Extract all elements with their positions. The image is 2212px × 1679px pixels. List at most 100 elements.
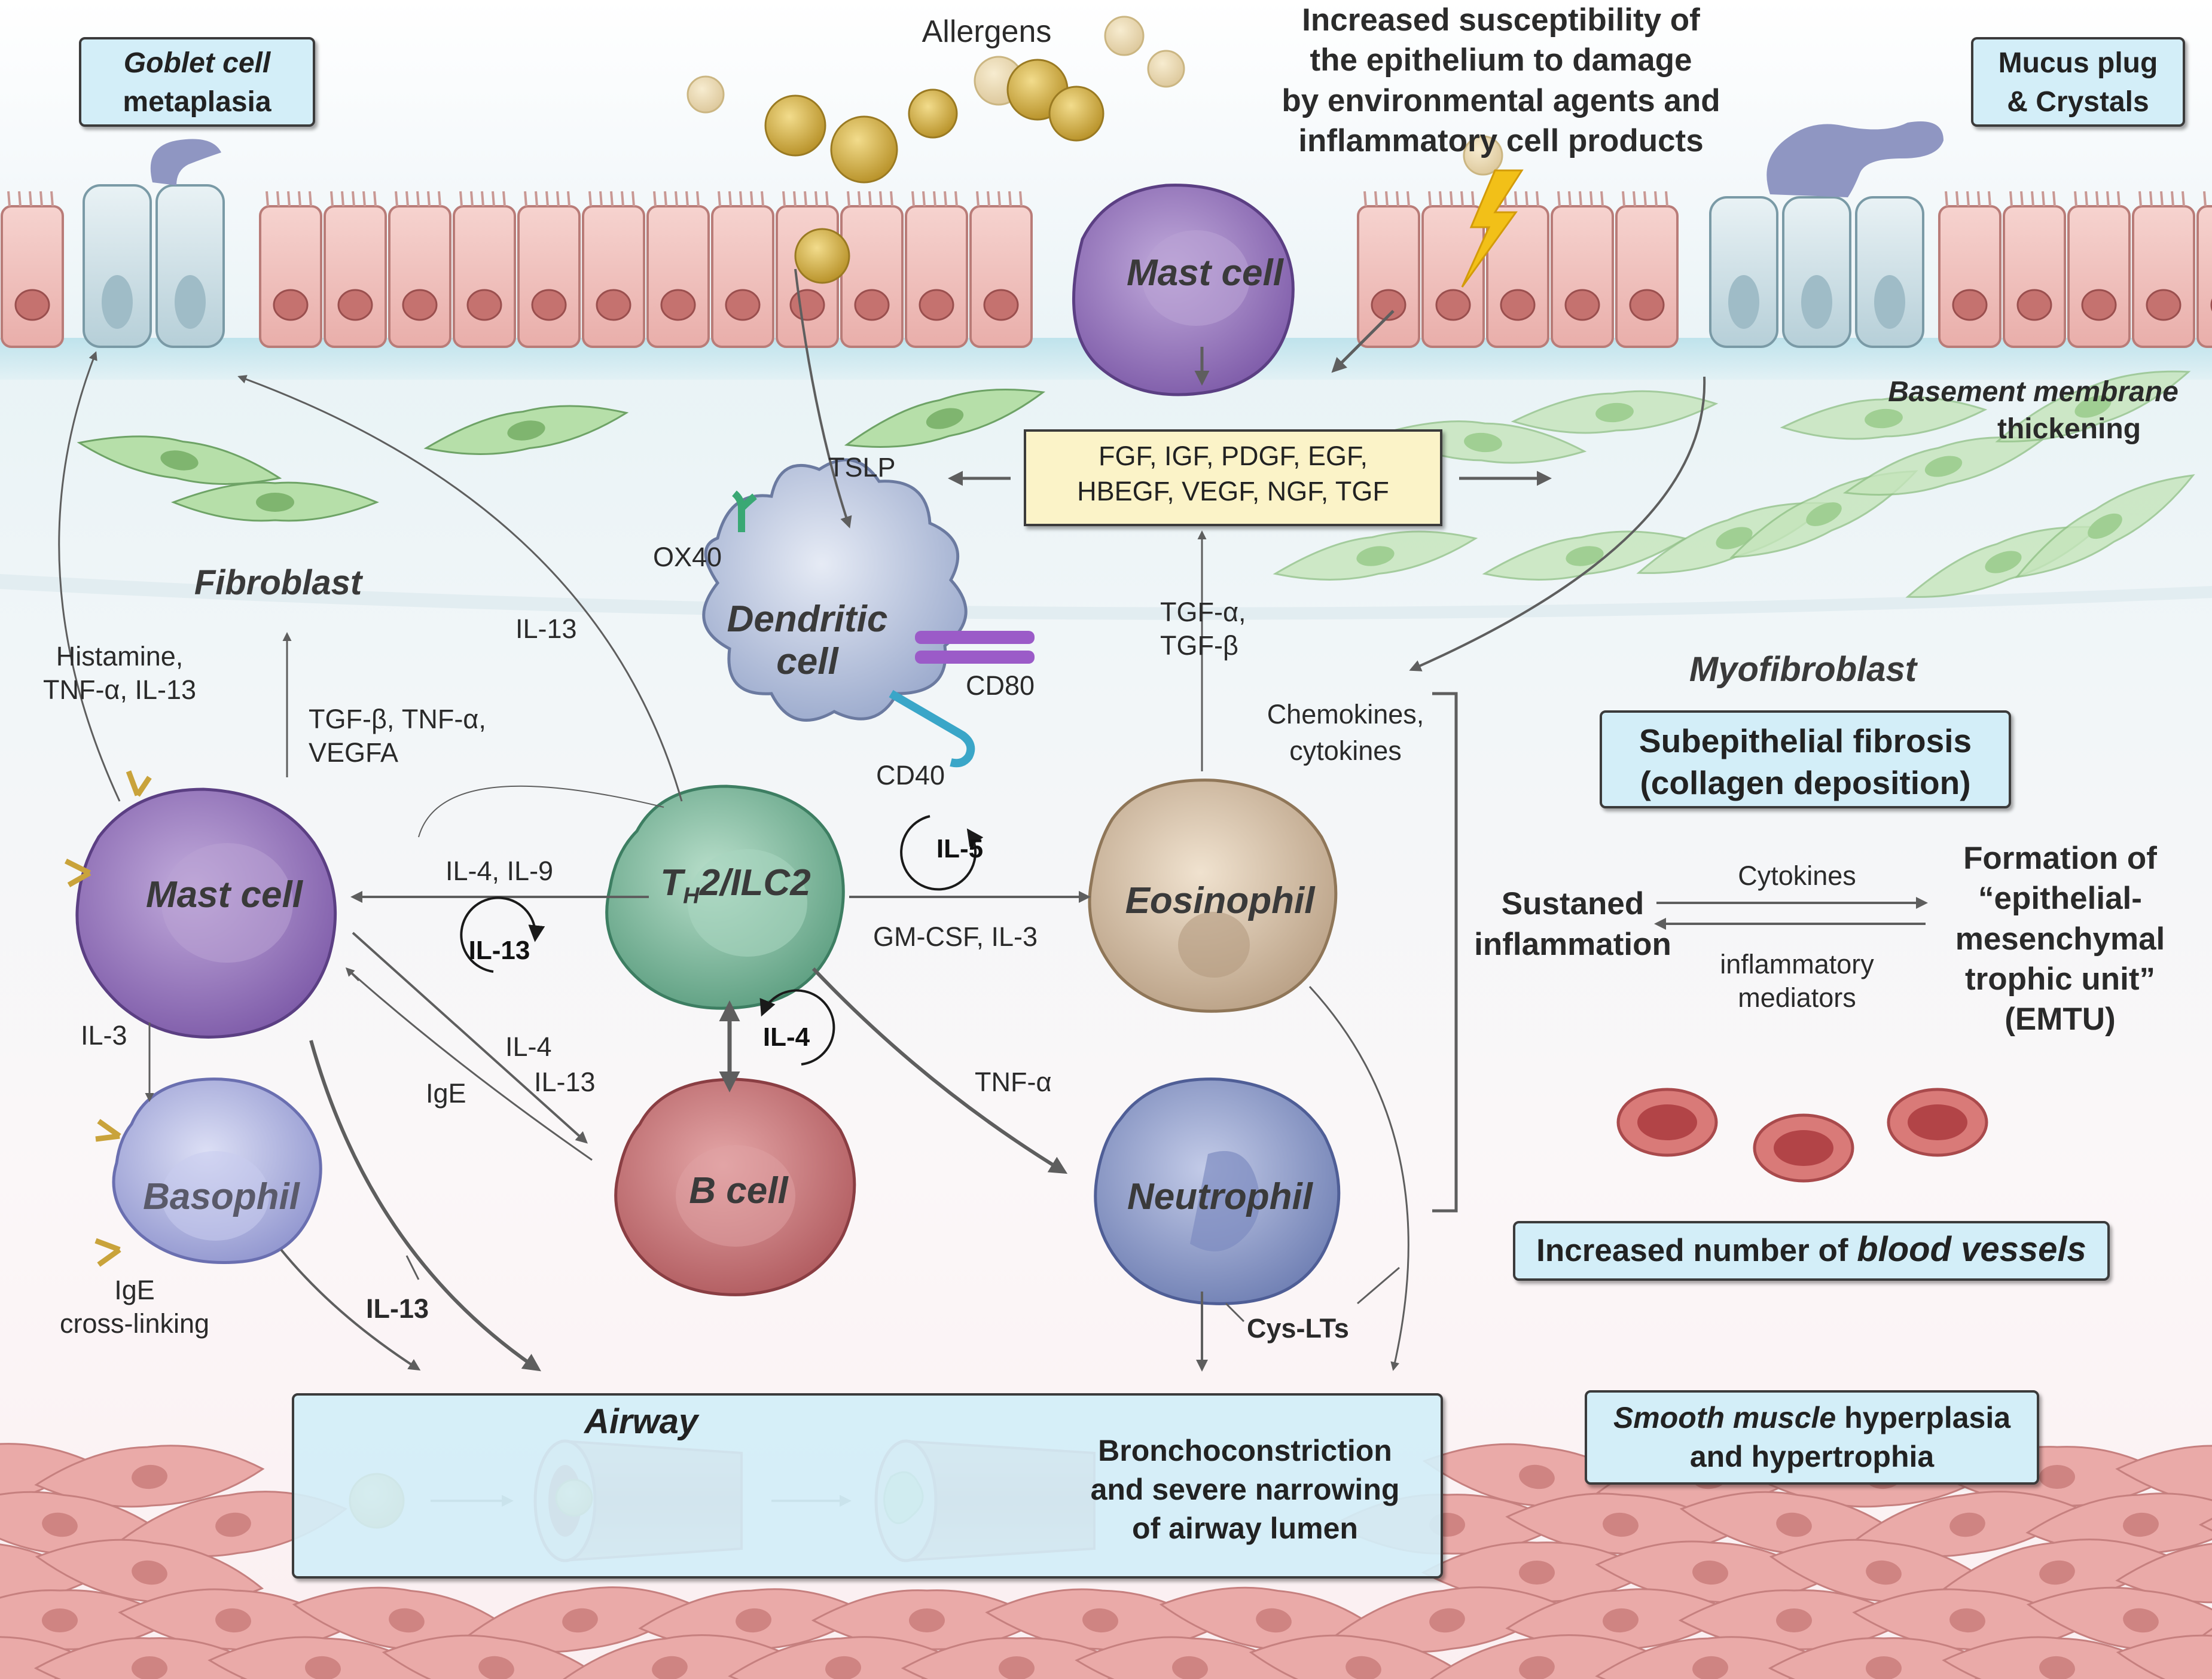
myofibroblast-cell xyxy=(1511,390,1719,434)
il3-label: IL-3 xyxy=(81,1020,127,1051)
allergen-icon xyxy=(1463,135,1503,176)
blood-vessels-emph: blood vessels xyxy=(1857,1230,2086,1269)
epithelial-cell xyxy=(1486,191,1549,348)
loop-il5-icon xyxy=(900,815,984,891)
epithelial-cell xyxy=(646,191,710,348)
airway-title: Airway xyxy=(584,1402,698,1441)
fibrosis-line-1: Subepithelial fibrosis xyxy=(1639,722,1972,759)
airway-description: Bronchoconstriction and severe narrowing… xyxy=(1066,1431,1424,1548)
epithelial-cell xyxy=(2196,191,2212,348)
arrow-tnf-neutrophil xyxy=(811,967,1068,1174)
crosslinking-line-2: cross-linking xyxy=(59,1308,210,1339)
allergen-icon xyxy=(687,75,725,114)
fibrosis-line-2: (collagen deposition) xyxy=(1640,764,1971,802)
smooth-muscle-cell xyxy=(34,1445,265,1508)
blood-vessels xyxy=(1616,1088,1988,1183)
growth-factors-line-2: HBEGF, VEGF, NGF, TGF xyxy=(1077,475,1389,506)
arrow-mast-to-goblet xyxy=(58,351,121,802)
smooth-muscle-cell xyxy=(2115,1540,2212,1604)
tgf-tnf-vegfa-label: TGF-β, TNF-α, VEGFA xyxy=(309,703,486,770)
pathway-arrows xyxy=(58,268,1928,1372)
smooth-muscle-line-2: and hypertrophia xyxy=(1689,1440,1935,1473)
susceptibility-line-3: by environmental agents and xyxy=(1282,83,1720,118)
susceptibility-text: Increased susceptibility of the epitheli… xyxy=(1232,0,1770,161)
cd80-receptor xyxy=(915,631,1035,664)
th2-letter: T xyxy=(660,862,684,903)
autocrine-loops xyxy=(460,815,984,1066)
sustained-line-2: inflammation xyxy=(1474,926,1671,962)
mediators-line-2: mediators xyxy=(1738,982,1856,1013)
eosinophil-cell xyxy=(1088,779,1338,1013)
cd80-label: CD80 xyxy=(966,670,1035,701)
sustained-inflammation-label: Sustaned inflammation xyxy=(1462,884,1683,965)
susceptibility-line-2: the epithelium to damage xyxy=(1310,42,1692,78)
epithelial-cell xyxy=(840,191,904,348)
cd40-receptor xyxy=(889,689,975,768)
myofibroblast-cell xyxy=(1482,530,1688,581)
epithelial-cell xyxy=(1938,191,2002,348)
ox40-label: OX40 xyxy=(653,542,722,572)
epithelial-cell xyxy=(1421,191,1485,348)
epithelial-cell xyxy=(1357,191,1420,348)
allergen-icon xyxy=(764,94,826,157)
bracket-chemokines xyxy=(1432,692,1458,1213)
chemokines-line-2: cytokines xyxy=(1289,735,1402,766)
dendritic-line-1: Dendritic xyxy=(727,599,888,640)
inflammatory-mediators-label: inflammatory mediators xyxy=(1704,948,1890,1015)
th2-subscript: H xyxy=(683,883,700,909)
epithelial-cell xyxy=(969,191,1033,348)
allergen-icon xyxy=(794,228,850,284)
blood-vessels-box: Increased number of blood vessels xyxy=(1513,1221,2110,1281)
allergen-icon xyxy=(1147,50,1185,88)
subepithelial-fibrosis-box: Subepithelial fibrosis (collagen deposit… xyxy=(1600,710,2011,808)
mast-cell-top xyxy=(1072,184,1295,396)
histamine-line-1: Histamine, xyxy=(56,641,184,671)
smooth-muscle-cell xyxy=(2116,1634,2212,1679)
mast-cell-top-label: Mast cell xyxy=(1127,252,1283,294)
histamine-line-2: TNF-α, IL-13 xyxy=(42,674,197,706)
emtu-line-3: mesenchymal xyxy=(1955,921,2165,957)
th2-rest: 2/ILC2 xyxy=(699,862,811,903)
emtu-line-4: trophic unit” xyxy=(1965,961,2155,997)
epithelial-cell xyxy=(2003,191,2066,348)
sustained-line-1: Sustaned xyxy=(1501,886,1644,921)
il13-upper-label: IL-13 xyxy=(515,613,577,644)
tnf-alpha-label: TNF-α xyxy=(975,1067,1052,1097)
epithelial-cell xyxy=(324,191,387,348)
airway-desc-line-3: of airway lumen xyxy=(1132,1512,1358,1545)
allergen-icon xyxy=(1048,86,1105,142)
mucus-line-2: & Crystals xyxy=(2007,86,2149,118)
growth-factors-box: FGF, IGF, PDGF, EGF, HBEGF, VEGF, NGF, T… xyxy=(1024,429,1442,526)
epithelial-cell xyxy=(1615,191,1679,348)
arrow-basophil-to-airway xyxy=(280,1248,421,1371)
mediators-line-1: inflammatory xyxy=(1720,949,1874,979)
growth-factors-line-1: FGF, IGF, PDGF, EGF, xyxy=(1098,441,1368,471)
myofibroblast-cell xyxy=(1995,370,2191,442)
chemokines-line-1: Chemokines, xyxy=(1267,699,1424,729)
airway-epithelium xyxy=(1,191,2212,348)
cys-lts-label: Cys-LTs xyxy=(1247,1313,1349,1344)
fibroblast-cell xyxy=(77,435,282,485)
loop-il13-icon xyxy=(460,896,545,973)
smooth-muscle-cell xyxy=(1332,1586,1562,1653)
dendritic-cell xyxy=(702,458,968,722)
smooth-muscle-cell xyxy=(35,1538,264,1605)
epithelial-cell xyxy=(711,191,774,348)
epithelial-cell xyxy=(1551,191,1614,348)
il13-bottom-label: IL-13 xyxy=(366,1293,429,1324)
airway-desc-line-2: and severe narrowing xyxy=(1090,1473,1400,1506)
basophil-cell xyxy=(112,1077,322,1265)
allergen-icon xyxy=(1104,16,1145,56)
smooth-muscle-box: Smooth muscle hyperplasia and hypertroph… xyxy=(1585,1390,2039,1485)
cd40-label: CD40 xyxy=(876,760,945,790)
tslp-label: TSLP xyxy=(828,452,896,483)
neutrophil-cell xyxy=(1094,1077,1341,1305)
allergens-label: Allergens xyxy=(922,14,1052,49)
arrow-myofibro-chemokines xyxy=(1409,376,1706,671)
smooth-muscle-cell xyxy=(2198,1518,2212,1532)
arrow-il13-to-epithelium xyxy=(237,375,683,802)
goblet-cells-right xyxy=(1709,121,1943,348)
ige-label: IgE xyxy=(426,1078,466,1109)
mast-cell-left xyxy=(75,787,337,1039)
epithelial-cell xyxy=(582,191,645,348)
